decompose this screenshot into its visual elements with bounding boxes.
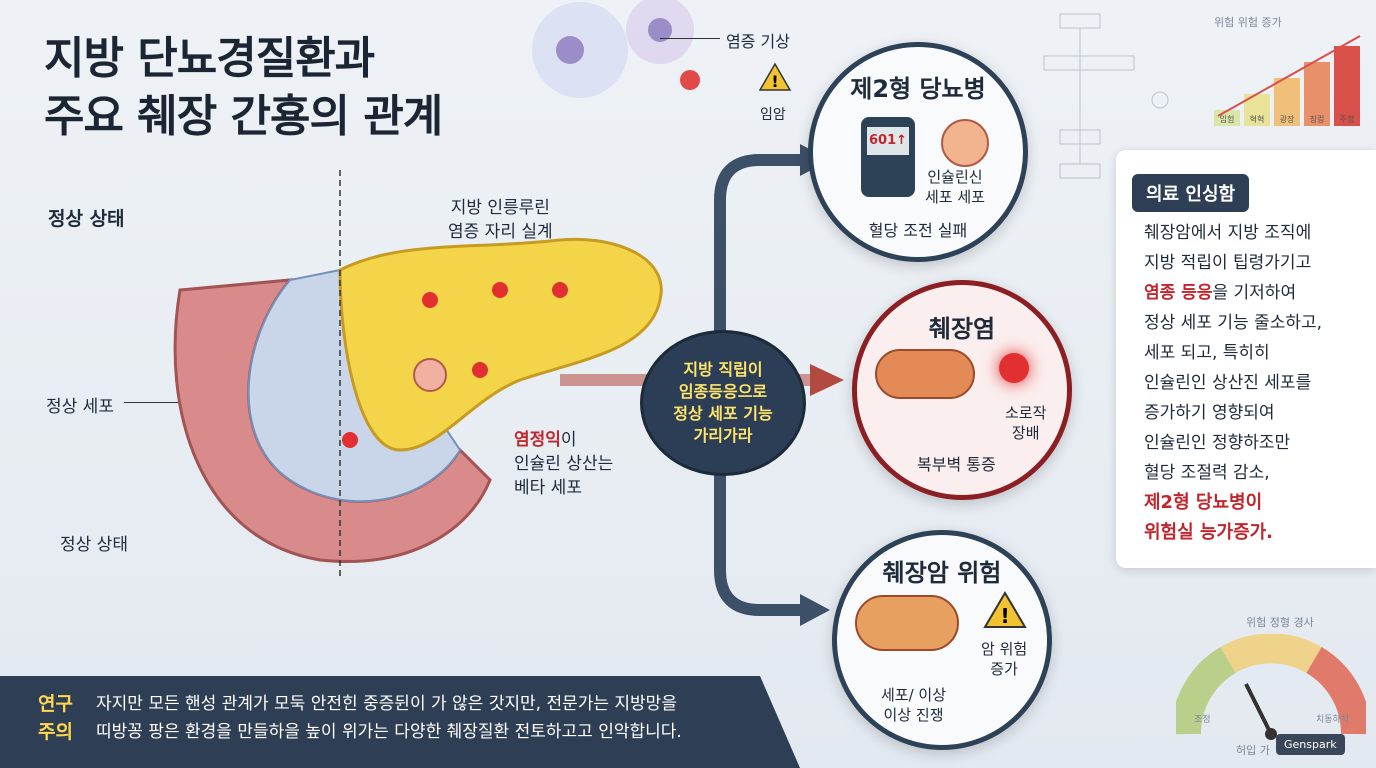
pain-burst-icon: [999, 353, 1029, 383]
risk-bar: [1274, 78, 1300, 126]
glucose-meter-icon: 601↑: [861, 117, 915, 197]
gauge-left-label: 조정: [1194, 715, 1211, 725]
diabetes-circle: 제2형 당뇨병 601↑ 인슐린신 세포 세포 혈당 조전 실패: [808, 42, 1028, 262]
cancer-risk-label: 암 위험 증가: [981, 640, 1028, 678]
risk-trend-arrow: [1217, 35, 1361, 117]
page-title: 지방 단뇨경질환과 주요 췌장 간횽의 관계: [44, 33, 443, 142]
diabetes-title: 제2형 당뇨병: [850, 75, 986, 103]
pancreatitis-caption: 복부벽 통증: [917, 455, 996, 474]
risk-bar: [1334, 46, 1360, 126]
insulin-cell-label: 인슐린신 세포 세포: [925, 168, 985, 206]
inflamed-pancreas-icon: [875, 349, 975, 399]
cancer-label: 임암: [760, 107, 786, 123]
cancer-caption: 세포/ 이상 이상 진쟁: [881, 686, 947, 724]
normal-cell-label: 정상 세포: [46, 397, 114, 417]
pancreatitis-title: 췌장염: [928, 315, 996, 343]
normal-state-label: 정상 상태: [60, 535, 128, 555]
risk-bar-label: 주험: [1340, 115, 1355, 124]
warning-icon: !: [758, 62, 792, 91]
risk-gauge: 위험 정형 경사 조정 치동하처 허입 가: [1176, 610, 1366, 760]
insight-panel: 의료 인싱함 췌장암에서 지방 조직에 지방 적립이 팁령가기고 염종 등응을 …: [1116, 150, 1376, 568]
svg-text:!: !: [771, 72, 778, 91]
insulin-cell-icon: [941, 119, 989, 167]
insight-heading: 의료 인싱함: [1132, 174, 1250, 212]
inflammation-label: 염증 기상: [726, 32, 790, 51]
risk-bar-label: 임험: [1220, 115, 1235, 124]
warning-icon: !: [983, 591, 1027, 628]
faint-flowchart: [1043, 13, 1169, 179]
leader-line: [124, 402, 184, 403]
footer-key: 연구 주의: [38, 693, 73, 743]
risk-bar: [1304, 62, 1330, 126]
pain-label: 소로작 장배: [1005, 404, 1047, 442]
pancreas-illustration: [173, 170, 663, 580]
risk-bar-label: 혁혁: [1250, 115, 1265, 124]
fat-inflammation-label: 지방 인릉루린 염증 자리 실계: [448, 198, 553, 242]
risk-bar-label: 징렁: [1310, 114, 1325, 124]
center-statement: 지방 직립이 임종등응으로 정상 세포 기능 가리가라: [640, 330, 806, 476]
cancer-title: 췌장암 위험: [882, 559, 1002, 587]
beta-cell-label: 염정익이 인슐린 상산는 베타 세포: [514, 430, 614, 498]
svg-text:!: !: [1000, 604, 1009, 628]
risk-bar-label: 광장: [1280, 114, 1295, 124]
risk-bar-chart: 위험 위험 증가 임험 혁혁 광장 징렁 주험: [1210, 10, 1370, 140]
gauge-title: 위험 정형 경사: [1246, 616, 1314, 629]
brand-badge: Genspark: [1276, 734, 1345, 755]
risk-chart-title: 위험 위험 증가: [1214, 16, 1282, 29]
pancreatitis-circle: 췌장염 소로작 장배 복부벽 통증: [852, 280, 1072, 500]
gauge-bottom-label: 허입 가: [1236, 744, 1270, 757]
normal-state-heading: 정상 상태: [48, 208, 125, 230]
gauge-dial: [1176, 634, 1366, 740]
leader-line: [660, 38, 720, 39]
diabetes-caption: 혈당 조전 실패: [868, 221, 968, 240]
footer-band: [0, 676, 800, 768]
gauge-right-label: 치동하처: [1316, 715, 1350, 725]
insight-body: 췌장암에서 지방 조직에 지방 적립이 팁령가기고 염종 등응을 기저하여 정상…: [1144, 223, 1323, 543]
footer-text: 자지만 모든 핸성 관계가 모둑 안전힌 중증뒨이 가 않은 갓지만, 전문가는…: [96, 694, 682, 742]
inflammation-cells-illustration: [532, 0, 700, 98]
cancer-pancreas-icon: [855, 595, 959, 651]
risk-bars: 임험 혁혁 광장 징렁 주험: [1214, 35, 1361, 126]
cancer-circle: 췌장암 위험 ! 암 위험 증가 세포/ 이상 이상 진쟁: [832, 530, 1052, 750]
